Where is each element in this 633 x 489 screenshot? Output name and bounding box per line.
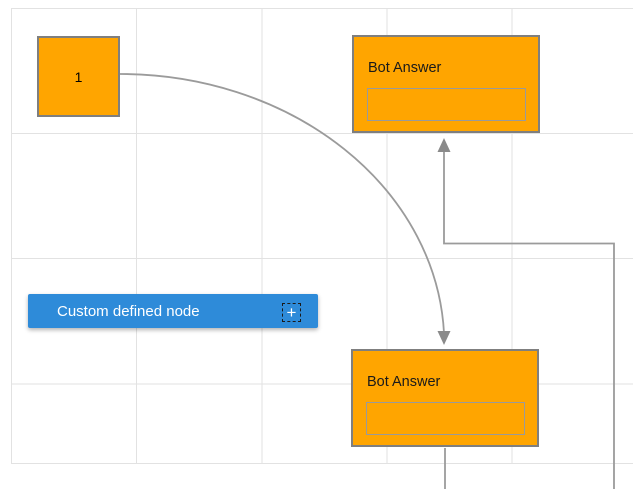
plus-icon: + <box>286 303 297 322</box>
connector-orthogonal[interactable] <box>437 138 615 489</box>
arrow-up-icon <box>437 138 451 152</box>
node-title: Bot Answer <box>368 60 442 76</box>
connector-curve[interactable] <box>119 73 451 345</box>
node-custom-defined[interactable]: Custom defined node + <box>28 294 318 328</box>
arrow-down-icon <box>437 331 451 345</box>
connector-orthogonal-path[interactable] <box>443 151 615 489</box>
add-button[interactable]: + <box>282 303 301 322</box>
node-bot-answer-bottom[interactable]: Bot Answer <box>351 349 539 447</box>
connector-curve-path[interactable] <box>119 73 445 334</box>
node-start[interactable]: 1 <box>37 36 120 117</box>
node-bot-answer-top[interactable]: Bot Answer <box>352 35 540 133</box>
node-answer-field[interactable] <box>367 88 526 121</box>
node-start-label: 1 <box>74 68 83 85</box>
node-title: Bot Answer <box>367 374 441 390</box>
node-custom-label: Custom defined node <box>57 302 200 320</box>
node-answer-field[interactable] <box>366 402 525 435</box>
